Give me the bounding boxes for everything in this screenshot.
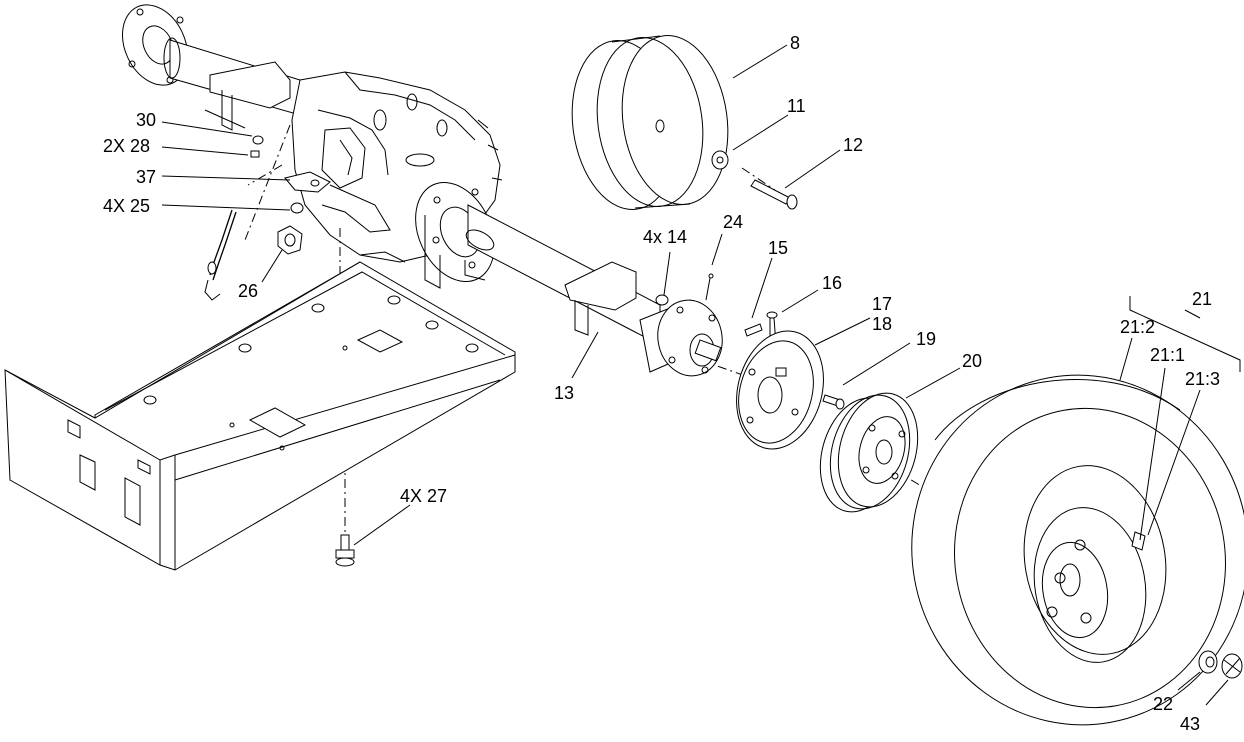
- callout-18: 18: [872, 314, 892, 334]
- callout-15: 15: [768, 238, 788, 258]
- wheel-tire-21: [911, 374, 1244, 726]
- callout-8: 8: [790, 33, 800, 53]
- pulley-8: [571, 35, 729, 210]
- brake-plate-18: [736, 330, 824, 450]
- control-cable: [204, 209, 237, 301]
- callout-24: 24: [723, 212, 743, 232]
- frame-plate: [4, 261, 516, 571]
- callout-4x14: 4x 14: [643, 227, 687, 247]
- bolt-27: [335, 534, 355, 567]
- callout-21: 21: [1192, 289, 1212, 309]
- callout-labels: 8 11 12 30 2X 28 37 4X 25 26 4x 14 24 15…: [103, 33, 1220, 734]
- brake-drum-20: [819, 392, 919, 513]
- axle-tube-assembly: [122, 4, 661, 346]
- callout-4x27: 4X 27: [400, 486, 447, 506]
- leader-lines: [161, 44, 1241, 706]
- callout-11: 11: [787, 96, 806, 116]
- callout-37: 37: [136, 167, 156, 187]
- callout-16: 16: [822, 273, 842, 293]
- callout-13: 13: [554, 383, 574, 403]
- nut-22: [1198, 650, 1218, 674]
- callout-12: 12: [843, 135, 863, 155]
- small-hardware: [250, 135, 331, 255]
- callout-21-1: 21:1: [1150, 345, 1185, 365]
- callout-17: 17: [872, 294, 892, 314]
- hub-14: [639, 294, 723, 377]
- pin-24: [705, 273, 714, 301]
- callout-4x25: 4X 25: [103, 196, 150, 216]
- callout-2x28: 2X 28: [103, 136, 150, 156]
- bolt-12: [750, 179, 798, 210]
- washer-11: [711, 150, 729, 170]
- callout-21-3: 21:3: [1185, 369, 1220, 389]
- callout-26: 26: [238, 281, 258, 301]
- callout-30: 30: [136, 110, 156, 130]
- nut-43: [1221, 653, 1243, 679]
- callout-43: 43: [1180, 714, 1200, 734]
- callout-21-2: 21:2: [1120, 317, 1155, 337]
- callout-22: 22: [1153, 694, 1173, 714]
- callout-20: 20: [962, 351, 982, 371]
- callout-19: 19: [916, 329, 936, 349]
- bolt-19: [822, 394, 845, 410]
- key-15: [744, 323, 763, 337]
